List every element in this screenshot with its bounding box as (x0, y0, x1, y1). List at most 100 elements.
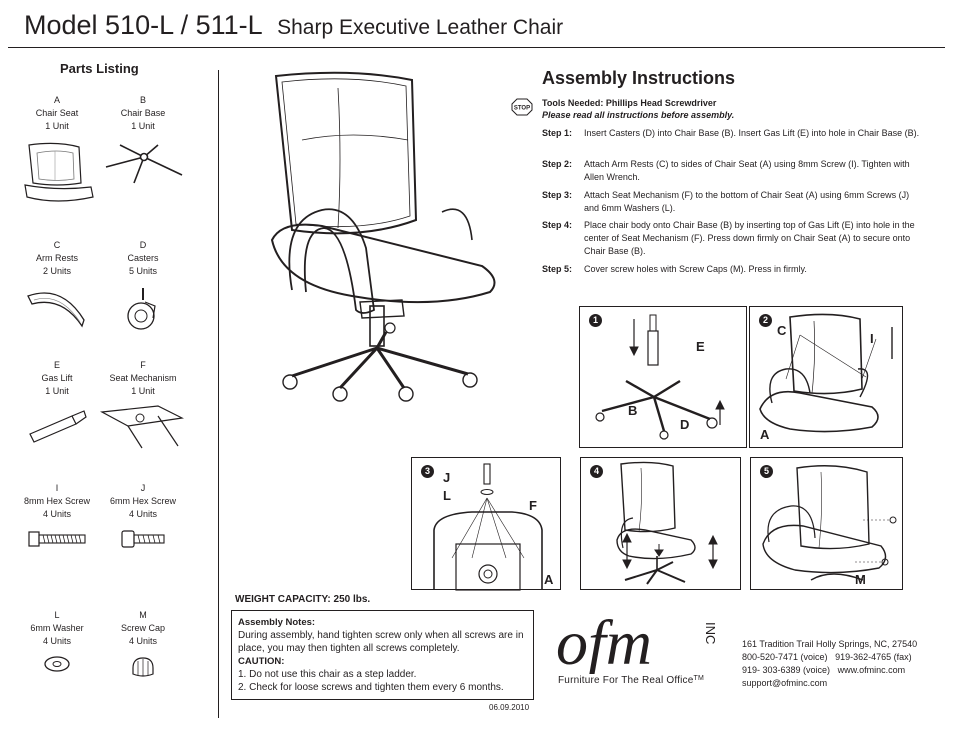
diagram-number: 4 (590, 465, 603, 478)
logo-inc: INC (703, 622, 716, 644)
label-c: C (777, 323, 787, 338)
phone-voice-2: 919- 303-6389 (voice) (742, 665, 831, 675)
screw-cap-drawing (762, 465, 897, 581)
parts-listing-heading: Parts Listing (60, 61, 139, 76)
brand-tagline: Furniture For The Real OfficeTM (558, 675, 704, 686)
caster-illustration (127, 288, 156, 330)
contact-info: 161 Tradition Trail Holly Springs, NC, 2… (742, 638, 917, 690)
part-letter: L (54, 610, 60, 620)
armrest-attach-drawing (759, 313, 893, 433)
step-label: Step 1: (542, 128, 573, 138)
part-seat-mechanism: F Seat Mechanism 1 Unit (98, 359, 188, 452)
part-arm-rests: C Arm Rests 2 Units (12, 239, 102, 334)
caution-heading: CAUTION: (238, 656, 285, 667)
label-a: A (544, 572, 554, 587)
label-e: E (696, 339, 705, 354)
part-letter: I (55, 483, 59, 493)
part-quantity: 1 Unit (45, 386, 69, 396)
website-link[interactable]: www.ofminc.com (837, 665, 906, 675)
notes-heading: Assembly Notes: (238, 617, 316, 628)
product-name: Sharp Executive Leather Chair (277, 16, 564, 39)
part-name: Seat Mechanism (109, 373, 177, 383)
chair-seat-illustration (24, 142, 94, 202)
label-a: A (760, 427, 770, 442)
part-name: Chair Base (120, 108, 166, 118)
label-d: D (680, 417, 690, 432)
seat-mechanism-illustration (100, 405, 184, 449)
step-text: Attach Arm Rests (C) to sides of Chair S… (584, 159, 910, 182)
part-name: Casters (127, 253, 159, 263)
caution-item-1: 1. Do not use this chair as a step ladde… (238, 669, 417, 680)
part-screw-cap: M Screw Cap 4 Units (98, 609, 188, 680)
screw-cap-illustration (132, 657, 154, 677)
part-letter: F (140, 360, 146, 370)
washer-illustration (44, 656, 70, 672)
part-name: 8mm Hex Screw (23, 496, 90, 506)
step-label: Step 4: (542, 220, 573, 230)
address: 161 Tradition Trail Holly Springs, NC, 2… (742, 639, 918, 649)
label-i: I (870, 331, 874, 346)
trademark-mark: TM (693, 675, 704, 682)
part-name: Chair Seat (35, 108, 79, 118)
part-name: 6mm Washer (30, 623, 84, 633)
step-2: Step 2: Attach Arm Rests (C) to sides of… (542, 158, 922, 184)
step-5: Step 5: Cover screw holes with Screw Cap… (542, 263, 922, 276)
chair-base-illustration (105, 144, 183, 184)
caution-item-2: 2. Check for loose screws and tighten th… (238, 682, 504, 693)
part-letter: E (53, 360, 60, 370)
part-6mm-washer: L 6mm Washer 4 Units (12, 609, 102, 674)
part-quantity: 4 Units (42, 509, 71, 519)
label-f: F (529, 498, 537, 513)
part-letter: B (139, 95, 146, 105)
document-date: 06.09.2010 (489, 703, 530, 712)
stop-sign-icon: STOP (511, 98, 533, 116)
part-quantity: 1 Unit (131, 386, 155, 396)
step-3: Step 3: Attach Seat Mechanism (F) to the… (542, 189, 922, 215)
chair-onto-base-drawing (616, 461, 718, 585)
phone-fax-line: 800-520-7471 (voice) 919-362-4765 (fax) (742, 651, 917, 664)
part-quantity: 1 Unit (45, 121, 69, 131)
step-4: Step 4: Place chair body onto Chair Base… (542, 219, 922, 258)
part-name: Gas Lift (41, 373, 73, 383)
column-divider (218, 70, 219, 718)
ofm-logo: ofm INC (556, 612, 716, 674)
part-letter: A (53, 95, 60, 105)
part-quantity: 1 Unit (131, 121, 155, 131)
diagram-step-3: 3 J L F A (411, 457, 561, 591)
part-chair-seat: A Chair Seat 1 Unit (12, 94, 102, 209)
8mm-screw-illustration (28, 531, 86, 547)
step-text: Cover screw holes with Screw Caps (M). P… (584, 264, 807, 274)
step-text: Insert Casters (D) into Chair Base (B). … (584, 128, 920, 138)
part-quantity: 2 Units (42, 266, 71, 276)
part-letter: C (53, 240, 61, 250)
part-quantity: 4 Units (128, 509, 157, 519)
part-letter: M (139, 610, 147, 620)
weight-capacity: WEIGHT CAPACITY: 250 lbs. (235, 594, 371, 605)
step-label: Step 5: (542, 264, 573, 274)
diagram-step-2: 2 C I A (749, 306, 903, 448)
part-6mm-hex-screw: J 6mm Hex Screw 4 Units (98, 482, 188, 551)
notes-body: During assembly, hand tighten screw only… (238, 630, 524, 654)
step-label: Step 2: (542, 159, 573, 169)
label-m: M (855, 572, 866, 587)
chair-main-illustration (270, 71, 496, 402)
6mm-screw-illustration (121, 530, 165, 548)
phone-web-line: 919- 303-6389 (voice) www.ofminc.com (742, 664, 917, 677)
diagram-step-5: 5 M (750, 457, 903, 590)
part-name: Arm Rests (35, 253, 78, 263)
part-gas-lift: E Gas Lift 1 Unit (12, 359, 102, 444)
diagram-step-1: 1 E B D (579, 306, 747, 448)
gas-lift-illustration (29, 410, 87, 443)
part-letter: D (139, 240, 147, 250)
arm-rest-illustration (27, 292, 85, 328)
tagline-text: Furniture For The Real Office (558, 675, 694, 686)
step-text: Place chair body onto Chair Base (B) by … (584, 220, 915, 256)
logo-text: ofm (556, 612, 652, 674)
part-casters: D Casters 5 Units (98, 239, 188, 334)
label-b: B (628, 403, 638, 418)
part-quantity: 5 Units (128, 266, 157, 276)
base-caster-drawing (595, 314, 725, 440)
email-link[interactable]: support@ofminc.com (742, 678, 828, 688)
part-name: Screw Cap (120, 623, 165, 633)
tools-line: Tools Needed: Phillips Head Screwdriver (542, 98, 717, 108)
